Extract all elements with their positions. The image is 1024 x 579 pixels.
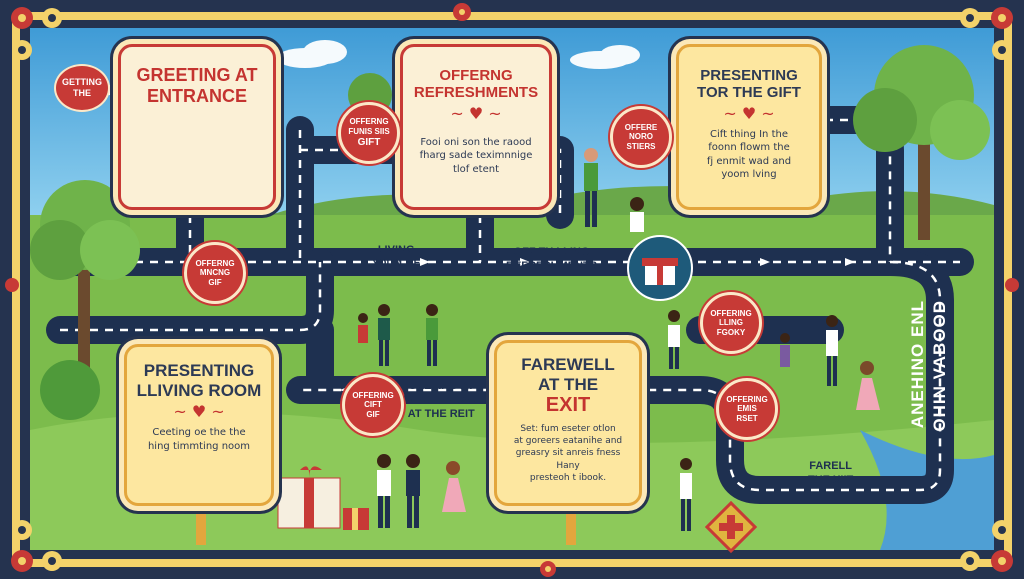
sign-body-line: Set: fum eseter otlon <box>520 424 616 435</box>
badge-line: FGOKY <box>716 327 746 337</box>
sign-title-line: GREETING AT <box>136 65 258 85</box>
road-label-greeting-at: GEETING AT WECHENICAL AT THE REIT <box>404 380 479 421</box>
badge-line: OFFERNG <box>349 117 389 127</box>
sign-body-line: greasry sit anreis fness Hany <box>515 448 621 471</box>
badge-line: FUNIS SIIS <box>348 127 390 136</box>
badge-offering-nord: OFFERE NORO STIERS <box>610 106 672 168</box>
sign-title-line: ENTRANCE <box>146 85 247 106</box>
road-label-off-living: OFF TH LLING REFRESHMENTS <box>506 246 597 274</box>
sign-title-line: TOR THE GIFT <box>697 84 801 102</box>
sign-title-line: PRESENTING <box>143 361 255 380</box>
badge-line: GIFT <box>357 136 381 148</box>
road-label-line: FARELL <box>809 460 852 472</box>
badge-line: OFFERE <box>624 122 658 132</box>
sign-greeting-entrance: GREETING AT ENTRANCE <box>118 44 276 210</box>
sign-post <box>196 505 206 545</box>
sign-body-line: yoom lving <box>721 169 777 180</box>
sign-presenting-gift: PRESENTING TOR THE GIFT ~ ♥ ~ Cift thing… <box>676 44 822 210</box>
badge-line: MNCNG <box>199 268 231 278</box>
sign-title-line: FAREWELL <box>521 355 615 374</box>
road-label-line: GEETING AT <box>408 380 475 392</box>
road-label-line: AT THE REIT <box>407 407 475 420</box>
badge-line: GIF <box>208 277 222 287</box>
badge-line: NORO <box>629 132 653 142</box>
tag-getting-the: GETTING THE <box>54 64 110 112</box>
sign-body-line: Cift thing In the <box>710 128 788 140</box>
tree-left <box>30 180 140 420</box>
badge-line: RSET <box>736 413 758 423</box>
vertical-road-text: OHIN VABOOD <box>930 300 949 432</box>
sign-body-line: foonn flowm the <box>708 142 790 153</box>
road-label-farewell: FARELL THE XIIT <box>808 460 853 488</box>
sign-body: Fooi oni son the raood fharg sade teximn… <box>403 136 549 177</box>
tag-line: THE <box>73 88 91 98</box>
sign-body-line: tlof etent <box>452 163 499 175</box>
badge-offering-left: OFFERNG MNCNG GIF <box>184 242 246 304</box>
sign-title: OFFERNG REFRESHMENTS <box>403 67 549 102</box>
sign-body: Set: fum eseter otlon at goreers eatanih… <box>497 423 639 484</box>
sign-presenting-living-room: PRESENTING LLIVING ROOM ~ ♥ ~ Ceeting oe… <box>124 344 274 506</box>
tree-right <box>853 45 990 240</box>
badge-line: GIF <box>366 409 380 419</box>
sign-title-line: EXIT <box>545 394 591 417</box>
sign-title: FAREWELL AT THE EXIT <box>497 355 639 417</box>
heart-icon: ~ ♥ ~ <box>173 402 225 422</box>
sign-post <box>566 505 576 545</box>
sign-title: GREETING AT ENTRANCE <box>121 65 273 106</box>
sign-title: PRESENTING LLIVING ROOM <box>127 361 271 400</box>
sign-body-line: presteoh t ibook. <box>529 472 607 483</box>
road-label-line: YODM TIE <box>372 257 421 269</box>
sign-body-line: hing timmting noom <box>147 440 251 452</box>
sign-body: Ceeting oe the the hing timmting noom <box>127 426 271 453</box>
gift-icon <box>627 235 693 301</box>
sign-title-line: REFRESHMENTS <box>413 84 539 102</box>
badge-offering-emis: OFFERING EMIS RSET <box>716 378 778 440</box>
badge-line: OFFERING <box>710 308 752 318</box>
frame-flowers <box>5 3 1019 577</box>
sign-body-line: at goreers eatanihe and <box>513 436 623 447</box>
sign-title-line: AT THE <box>537 374 599 394</box>
gift-boxes <box>277 466 369 530</box>
road-label-line: REFRESHMENTS <box>506 259 598 272</box>
sign-title-line: OFFERNG <box>439 67 513 84</box>
badge-line: OFFERNG <box>195 258 235 268</box>
badge-offering-gift: OFFERNG FUNIS SIIS GIFT <box>338 102 400 164</box>
badge-line: STIERS <box>626 141 656 151</box>
road-label-line: THE XIIT <box>808 473 854 486</box>
badge-line: OFFERING <box>352 390 394 400</box>
sign-title-line: PRESENTING <box>700 67 798 84</box>
road-label-living: LIVING YODM TIE <box>372 244 420 270</box>
badge-line: EMIS <box>737 404 757 414</box>
sign-title-line: LLIVING ROOM <box>136 380 262 400</box>
sign-farewell-exit: FAREWELL AT THE EXIT Set: fum eseter otl… <box>494 340 642 506</box>
badge-offering-cift: OFFERING CIFT GIF <box>342 374 404 436</box>
exit-sign-icon <box>704 500 758 554</box>
tag-line: GETTING <box>62 77 102 88</box>
people-right <box>668 310 880 410</box>
people-refreshments <box>584 148 644 232</box>
people-living <box>358 304 438 366</box>
sign-body-line: fj enmit wad and <box>706 155 792 167</box>
heart-icon: ~ ♥ ~ <box>450 103 502 123</box>
road-label-line: LIVING <box>377 244 415 256</box>
sign-body-line: fharg sade teximnnige <box>419 150 533 161</box>
sign-body-line: Ceeting oe the the <box>152 427 246 439</box>
road-label-line: WECHENICAL <box>404 393 479 406</box>
people-farewell <box>377 454 692 531</box>
badge-line: CIFT <box>364 400 382 410</box>
road-label-line: OFF TH LLING <box>513 246 590 258</box>
sign-body: Cift thing In the foonn flowm the fj enm… <box>679 128 819 182</box>
badge-offering-lling: OFFERING LLING FGOKY <box>700 292 762 354</box>
sign-offering-refreshments: OFFERNG REFRESHMENTS ~ ♥ ~ Fooi oni son … <box>400 44 552 210</box>
sign-body-line: Fooi oni son the raood <box>420 136 532 148</box>
heart-icon: ~ ♥ ~ <box>723 103 775 123</box>
sign-title: PRESENTING TOR THE GIFT <box>679 67 819 102</box>
badge-line: LLING <box>719 318 743 328</box>
vertical-road-text: ANEHINO ENL <box>908 300 927 429</box>
badge-line: OFFERING <box>726 394 768 404</box>
